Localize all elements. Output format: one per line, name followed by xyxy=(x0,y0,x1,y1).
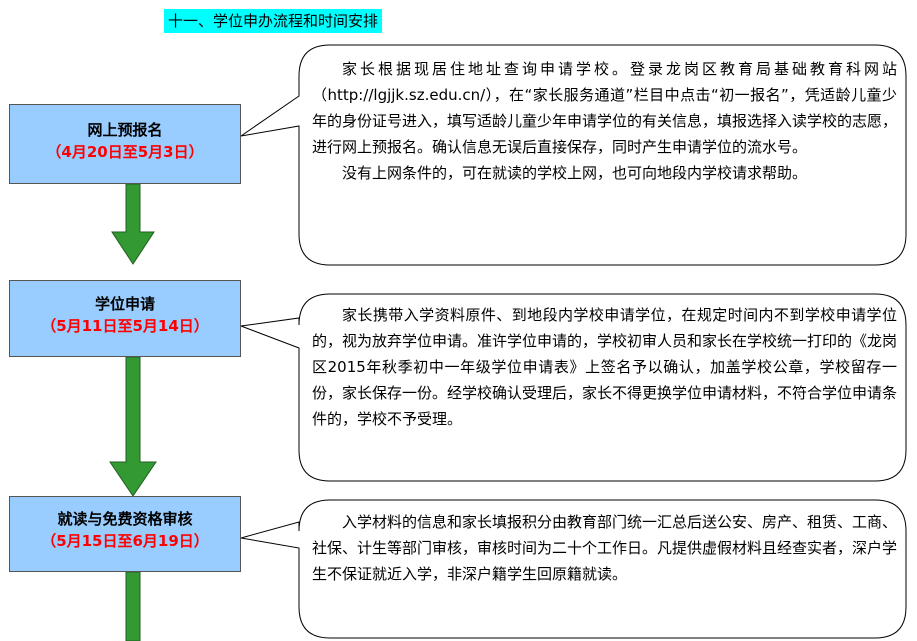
callout-paragraph: 家长根据现居住地址查询申请学校。登录龙岗区教育局基础教育科网站（http://l… xyxy=(312,60,898,156)
callout-bubble-2 xyxy=(240,293,907,482)
step-date: （4月20日至5月3日） xyxy=(46,143,204,161)
step-eligibility-review: 就读与免费资格审核 （5月15日至6月19日） xyxy=(9,496,241,572)
step-date: （5月11日至5月14日） xyxy=(41,317,209,335)
callout-paragraph: 没有上网条件的，可在就读的学校上网，也可向地段内学校请求帮助。 xyxy=(342,164,808,182)
step-date: （5月15日至6月19日） xyxy=(41,532,209,550)
callout-bubble-3 xyxy=(240,499,907,639)
flow-arrow-2 xyxy=(109,356,157,497)
step-online-preregistration: 网上预报名 （4月20日至5月3日） xyxy=(9,104,241,184)
flow-arrow-1 xyxy=(111,183,155,265)
flow-arrow-3 xyxy=(125,571,141,641)
callout-text-2: 家长携带入学资料原件、到地段内学校申请学位，在规定时间内不到学校申请学位的，视为… xyxy=(312,302,897,432)
callout-bubble-1 xyxy=(240,44,907,266)
step-school-place-application: 学位申请 （5月11日至5月14日） xyxy=(9,280,241,357)
page-title: 十一、学位申办流程和时间安排 xyxy=(164,9,383,33)
step-name: 网上预报名 xyxy=(87,121,163,139)
callout-paragraph: 入学材料的信息和家长填报积分由教育部门统一汇总后送公安、房产、租赁、工商、社保、… xyxy=(312,513,898,583)
step-name: 就读与免费资格审核 xyxy=(57,510,193,528)
callout-paragraph: 家长携带入学资料原件、到地段内学校申请学位，在规定时间内不到学校申请学位的，视为… xyxy=(312,306,898,428)
step-name: 学位申请 xyxy=(94,295,155,313)
callout-text-3: 入学材料的信息和家长填报积分由教育部门统一汇总后送公安、房产、租赁、工商、社保、… xyxy=(312,509,897,587)
callout-text-1: 家长根据现居住地址查询申请学校。登录龙岗区教育局基础教育科网站（http://l… xyxy=(312,56,897,186)
